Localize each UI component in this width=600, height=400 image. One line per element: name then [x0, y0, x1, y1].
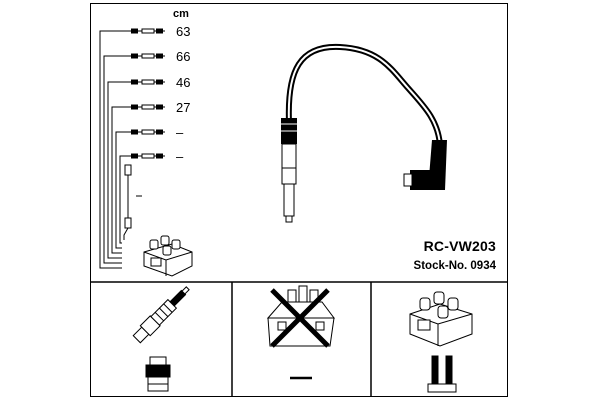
ignition-coil-icon: [409, 291, 473, 347]
spark-plug-icon: [132, 286, 190, 344]
schematic-coil-pack: [143, 235, 193, 277]
stock-number: Stock-No. 0934: [413, 260, 496, 272]
product-name: RC-VW203: [423, 238, 496, 254]
coil-connector-icon: [427, 355, 457, 393]
wire-path-2: [103, 55, 128, 264]
length-label-1: 63: [176, 24, 191, 39]
connector-row-4: [128, 104, 165, 110]
length-label-5: –: [176, 125, 184, 140]
wiring-schematic: [99, 30, 129, 269]
product-diagram-frame: [90, 3, 508, 397]
plug-connector-icon: [145, 356, 171, 392]
connector-row-1: [128, 28, 165, 34]
length-label-2: 66: [176, 49, 191, 64]
wire-path-1: [99, 30, 128, 269]
length-unit-label: cm: [173, 8, 189, 20]
connector-row-5: [128, 129, 165, 135]
distributor-cap-crossed-icon: [266, 285, 335, 348]
wire-path-3: [107, 81, 128, 259]
wire-path-8: [123, 227, 129, 240]
length-label-3: 46: [176, 75, 191, 90]
connector-row-2: [128, 53, 165, 59]
length-label-6: –: [176, 149, 184, 164]
wire-path-5: [115, 131, 128, 249]
main-ignition-cable: [281, 43, 447, 223]
connector-row-6: [128, 153, 165, 159]
wire-path-4: [111, 106, 128, 254]
connector-row-3: [128, 79, 165, 85]
length-label-4: 27: [176, 100, 191, 115]
coil-lead: [124, 164, 142, 229]
wire-path-6: [119, 155, 128, 244]
